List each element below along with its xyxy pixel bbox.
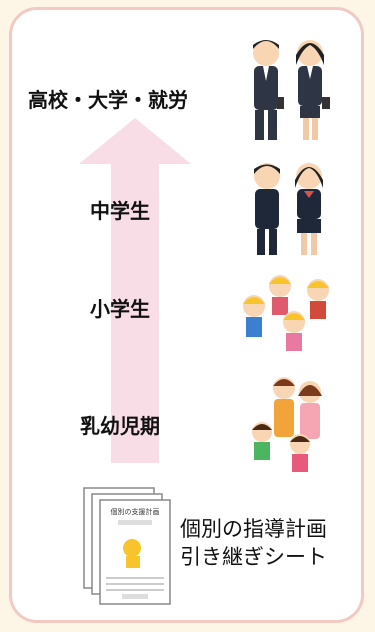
adults-illustration bbox=[253, 40, 330, 140]
document-caption-line2: 引き継ぎシート bbox=[180, 545, 327, 569]
stage-label-junior-high: 中学生 bbox=[90, 199, 150, 223]
growth-arrow-shaft bbox=[111, 158, 159, 463]
document-icon: 個別の支援計画 bbox=[83, 487, 171, 605]
growth-arrow-head bbox=[79, 118, 191, 164]
stage-label-elementary: 小学生 bbox=[90, 297, 150, 321]
document-caption-line1: 個別の指導計画 bbox=[180, 517, 327, 541]
stage-label-adult: 高校・大学・就労 bbox=[28, 88, 188, 112]
document-caption: 個別の指導計画 引き継ぎシート bbox=[180, 515, 327, 571]
elementary-illustration bbox=[243, 275, 329, 351]
document-sheet-title: 個別の支援計画 bbox=[111, 507, 160, 516]
junior-high-illustration bbox=[254, 163, 323, 255]
early-childhood-illustration bbox=[252, 377, 322, 472]
stage-label-early-childhood: 乳幼児期 bbox=[80, 414, 160, 438]
